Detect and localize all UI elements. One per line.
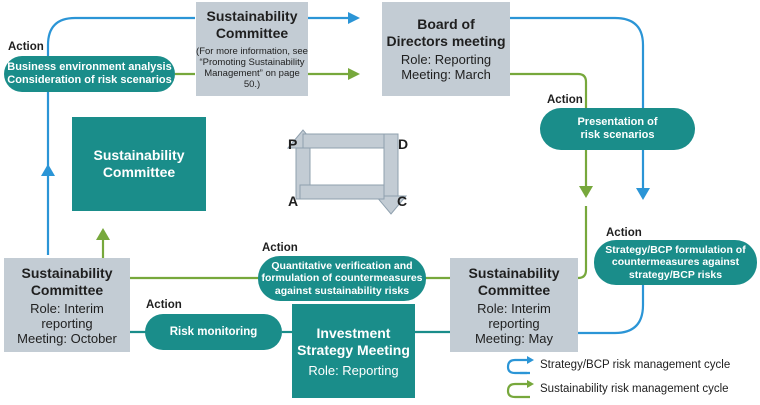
action-text-l1: Quantitative verification and <box>271 259 413 272</box>
node-note-l3: Management” on page 50.) <box>204 68 300 90</box>
action-label: Action <box>547 94 583 106</box>
blue-line-bottom-right <box>578 285 645 335</box>
green-line-board-right <box>510 72 588 108</box>
node-title-l1: Sustainability <box>468 264 560 281</box>
action-label: Action <box>8 41 44 53</box>
node-meeting: Meeting: October <box>17 330 117 346</box>
action-label: Action <box>606 227 642 239</box>
investment-strategy-meeting: Investment Strategy Meeting Role: Report… <box>292 304 415 398</box>
green-line-to-sust-br <box>577 206 588 280</box>
action-text-l1: Presentation of <box>577 116 658 128</box>
sustainability-committee-top: Sustainability Committee (For more infor… <box>196 2 308 96</box>
green-cycle-icon <box>506 380 534 399</box>
blue-cycle-icon <box>506 356 534 375</box>
action-text-l2: Consideration of risk scenarios <box>7 74 172 86</box>
sustainability-committee-bottom-right: Sustainability Committee Role: Interim r… <box>450 258 578 352</box>
node-title-l1: Investment <box>316 324 391 341</box>
node-title-l2: Committee <box>477 281 551 298</box>
node-title-l1: Sustainability <box>21 264 113 281</box>
action-strategy-bcp-formulation: Strategy/BCP formulation of countermeasu… <box>594 240 757 285</box>
node-note-l2: “Promoting Sustainability <box>199 57 305 68</box>
action-text-l3: strategy/BCP risks <box>628 268 723 281</box>
green-arrow-up <box>96 228 110 240</box>
action-label: Action <box>146 299 182 311</box>
action-text: Risk monitoring <box>169 325 258 338</box>
action-text-l2: formulation of countermeasures <box>261 272 423 285</box>
pdca-p: P <box>288 136 298 152</box>
pdca-diagram <box>286 129 408 215</box>
blue-arrow-down <box>636 188 650 200</box>
board-of-directors-meeting: Board of Directors meeting Role: Reporti… <box>382 2 510 96</box>
node-note-l1: (For more information, see <box>196 46 308 57</box>
node-role: Role: Interim reporting <box>477 300 551 331</box>
action-risk-monitoring: Risk monitoring <box>145 314 282 350</box>
node-title-l1: Sustainability <box>206 8 298 24</box>
node-role: Role: Reporting <box>400 52 492 67</box>
node-title-l2: Directors meeting <box>386 33 506 49</box>
blue-line-left-top <box>46 16 195 255</box>
pdca-d: D <box>398 136 409 152</box>
action-text-l2: risk scenarios <box>580 129 655 141</box>
legend-blue-label: Strategy/BCP risk management cycle <box>540 359 731 371</box>
node-title-l2: Committee <box>30 281 104 298</box>
node-meeting: Meeting: May <box>474 330 554 346</box>
green-arrowheads <box>96 68 593 240</box>
legend-green-label: Sustainability risk management cycle <box>540 383 729 395</box>
action-label: Action <box>262 242 298 254</box>
blue-arrow-up <box>41 164 55 176</box>
action-text-l2: countermeasures against <box>611 256 740 269</box>
pdca-c: C <box>397 193 408 209</box>
blue-arrow-right <box>348 12 360 24</box>
action-text-l1: Strategy/BCP formulation of <box>605 243 746 256</box>
blue-arrowheads <box>41 12 650 200</box>
green-cycle-lines <box>101 72 588 280</box>
blue-line-right-down <box>510 16 645 196</box>
node-role: Role: Interim reporting <box>30 300 104 331</box>
action-quantitative-verification: Quantitative verification and formulatio… <box>258 256 426 301</box>
green-arrow-right <box>348 68 360 80</box>
pdca-a: A <box>288 193 299 209</box>
node-title-l2: Committee <box>102 164 176 180</box>
sustainability-committee-teal: Sustainability Committee <box>72 117 206 211</box>
action-text-l1: Business environment analysis <box>7 61 172 73</box>
action-business-environment-analysis: Business environment analysis Considerat… <box>4 56 175 92</box>
blue-cycle-lines <box>46 16 645 335</box>
node-title-l2: Committee <box>215 25 289 41</box>
node-role: Role: Reporting <box>308 362 399 378</box>
action-presentation-of-risk-scenarios: Presentation of risk scenarios <box>540 108 695 150</box>
green-arrow-down <box>579 186 593 198</box>
node-title-l1: Board of <box>417 16 475 32</box>
node-title-l1: Sustainability <box>93 147 185 163</box>
node-meeting: Meeting: March <box>401 67 491 82</box>
action-text-l3: against sustainability risks <box>274 284 410 297</box>
node-title-l2: Strategy Meeting <box>297 341 410 358</box>
sustainability-committee-bottom-left: Sustainability Committee Role: Interim r… <box>4 258 130 352</box>
